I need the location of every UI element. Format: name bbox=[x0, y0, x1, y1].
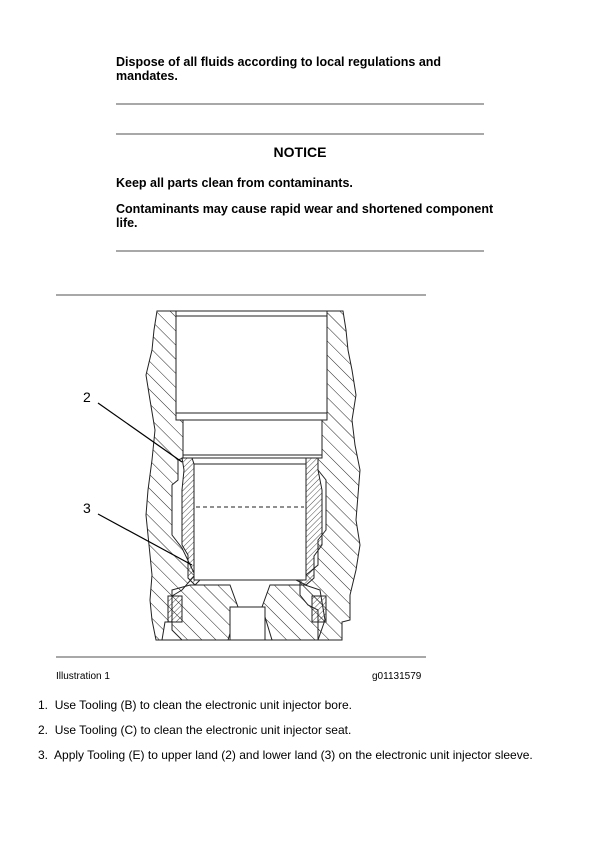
illustration-bottom-rule bbox=[56, 656, 426, 658]
divider bbox=[116, 250, 484, 252]
step-number: 1. bbox=[38, 698, 49, 712]
step-number: 3. bbox=[38, 748, 49, 762]
notice-title: NOTICE bbox=[273, 144, 327, 160]
step-2: 2. Use Tooling (C) to clean the electron… bbox=[38, 723, 351, 737]
step-text: Apply Tooling (E) to upper land (2) and … bbox=[54, 748, 533, 762]
callout-3-label: 3 bbox=[83, 500, 91, 516]
notice-paragraph-2-line1: Contaminants may cause rapid wear and sh… bbox=[116, 202, 494, 216]
dispose-note: Dispose of all fluids according to local… bbox=[116, 55, 441, 83]
notice-paragraph-2-line2: life. bbox=[116, 216, 138, 230]
step-3: 3. Apply Tooling (E) to upper land (2) a… bbox=[38, 748, 533, 762]
divider bbox=[116, 133, 484, 135]
notice-paragraph-2: Contaminants may cause rapid wear and sh… bbox=[116, 202, 493, 230]
illustration-caption: Illustration 1 bbox=[56, 671, 110, 682]
callout-2-label: 2 bbox=[83, 389, 91, 405]
step-text: Use Tooling (B) to clean the electronic … bbox=[54, 698, 352, 712]
divider bbox=[116, 103, 484, 105]
notice-paragraph-1: Keep all parts clean from contaminants. bbox=[116, 176, 353, 190]
illustration-top-rule bbox=[56, 294, 426, 296]
dispose-note-line1: Dispose of all fluids according to local… bbox=[116, 55, 442, 69]
step-1: 1. Use Tooling (B) to clean the electron… bbox=[38, 698, 352, 712]
step-text: Use Tooling (C) to clean the electronic … bbox=[54, 723, 352, 737]
illustration-id: g01131579 bbox=[372, 671, 422, 682]
step-number: 2. bbox=[38, 723, 49, 737]
dispose-note-line2: mandates. bbox=[116, 69, 178, 83]
